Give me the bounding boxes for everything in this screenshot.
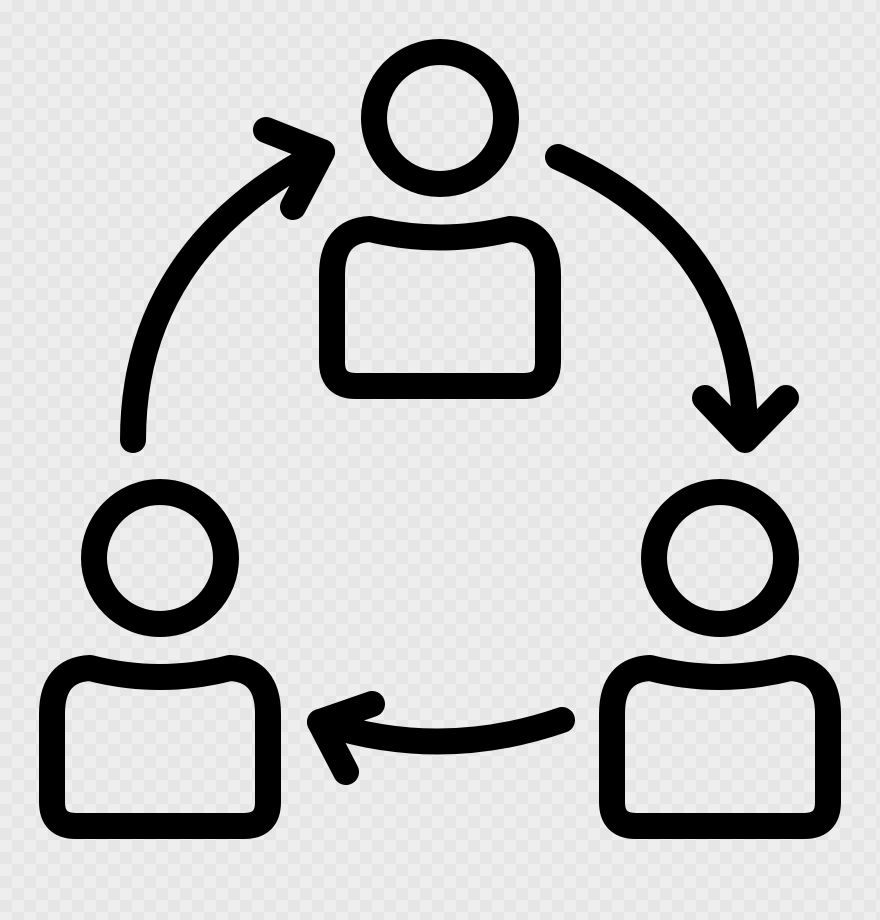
arrow-left-to-top-head <box>253 117 335 220</box>
arrow-right-to-left-head <box>307 691 385 785</box>
person-right-icon <box>599 479 841 839</box>
person-right-head <box>641 479 799 637</box>
person-left-head <box>81 479 239 637</box>
arrow-left-to-top-shaft <box>120 139 335 453</box>
arrow-top-to-right-head <box>692 385 799 453</box>
arrow-right-to-left-icon <box>307 691 575 785</box>
arrow-right-to-left-shaft <box>307 707 575 755</box>
arrow-left-to-top-icon <box>120 117 335 453</box>
arrow-top-to-right-shaft <box>545 144 758 449</box>
person-right-body <box>599 655 841 839</box>
person-top-icon <box>319 39 561 399</box>
person-top-body <box>319 216 561 399</box>
person-left-body <box>39 655 281 839</box>
arrow-top-to-right-icon <box>545 144 799 453</box>
person-top-head <box>361 39 519 197</box>
icon-strokes <box>39 39 841 839</box>
person-left-icon <box>39 479 281 839</box>
